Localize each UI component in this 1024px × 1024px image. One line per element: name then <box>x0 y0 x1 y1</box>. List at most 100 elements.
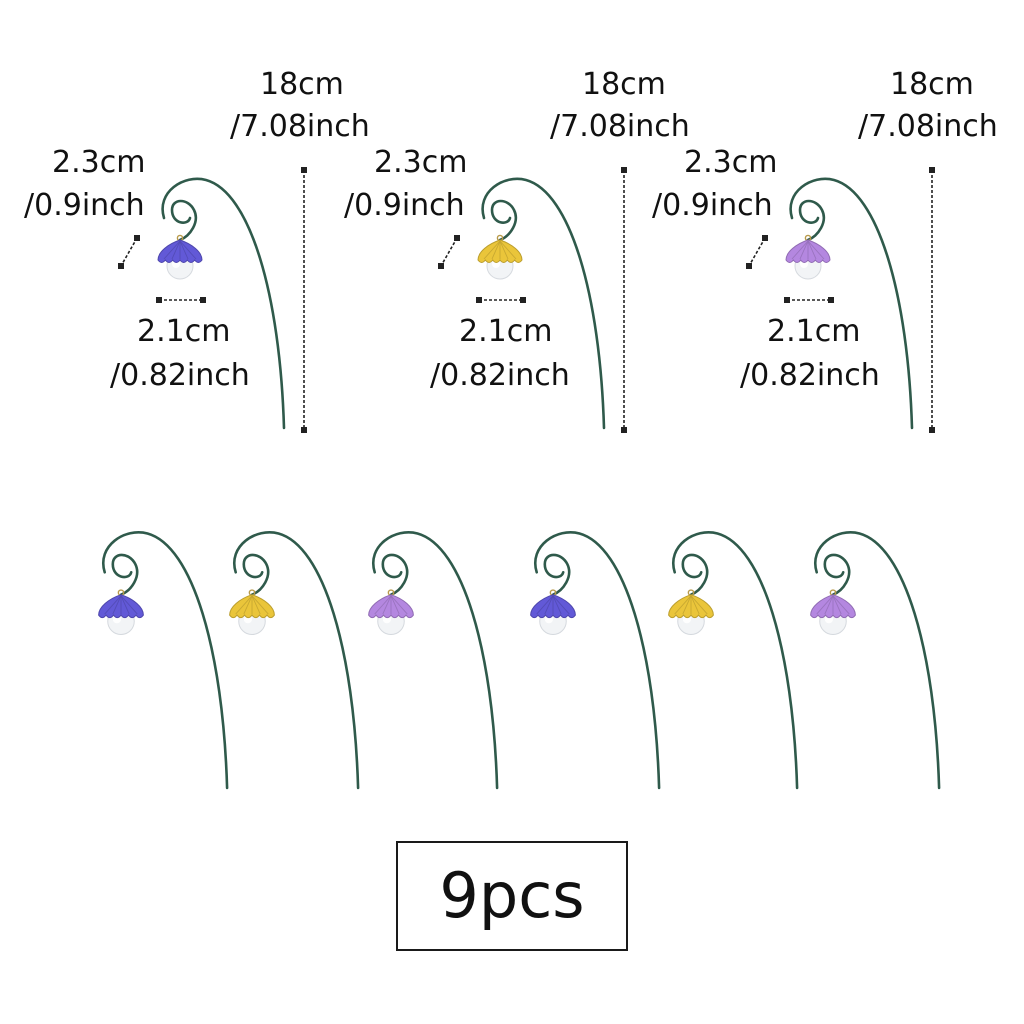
lamp-width-in-label: /0.82inch <box>110 358 250 393</box>
shade-rib <box>552 595 562 615</box>
dimension-end-cap <box>929 167 935 173</box>
shade-rib <box>112 595 122 615</box>
lamp-width-dimension <box>784 297 834 303</box>
stake-wire <box>233 531 360 790</box>
dimension-end-cap <box>784 297 790 303</box>
dimension-end-cap <box>476 297 482 303</box>
shade-rib <box>251 595 269 615</box>
dimension-end-cap <box>438 263 444 269</box>
shade-rib <box>690 595 708 615</box>
dimension-end-cap <box>929 427 935 433</box>
dimension-end-cap <box>301 427 307 433</box>
stake-wire <box>372 531 499 790</box>
dimension-end-cap <box>746 263 752 269</box>
lantern-stake <box>785 177 914 430</box>
stake-wire <box>814 531 941 790</box>
shade-rib <box>499 240 517 260</box>
lantern-stake <box>98 531 229 790</box>
shade-rib <box>163 240 181 260</box>
shade-rib <box>682 595 692 615</box>
lamp-width-in-label: /0.82inch <box>740 358 880 393</box>
shade-rib <box>382 595 392 615</box>
lamp-width-cm-label: 2.1cm <box>459 314 553 349</box>
shade-rib <box>791 240 809 260</box>
dimension-end-cap <box>621 167 627 173</box>
lamp-width-cm-label: 2.1cm <box>137 314 231 349</box>
stake-wire <box>161 177 286 430</box>
shade-rib <box>499 240 509 260</box>
shade-rib <box>120 595 130 615</box>
lamp-height-dimension <box>438 235 460 269</box>
shade-rib <box>799 240 809 260</box>
quantity-badge: 9pcs <box>396 841 628 951</box>
lamp-height-in-label: /0.9inch <box>24 188 145 223</box>
shade-rib <box>390 595 408 615</box>
shade-rib <box>832 595 850 615</box>
shade-rib <box>483 240 501 260</box>
lamp-height-cm-label: 2.3cm <box>52 145 146 180</box>
dimension-end-cap <box>156 297 162 303</box>
dimension-end-cap <box>200 297 206 303</box>
dimension-end-cap <box>828 297 834 303</box>
shade-rib <box>104 595 122 615</box>
height-in-label: /7.08inch <box>858 109 998 144</box>
lantern-stake <box>368 531 499 790</box>
lamp-width-dimension <box>476 297 526 303</box>
height-cm-label: 18cm <box>582 67 666 102</box>
lantern-stake <box>810 531 941 790</box>
lantern-stake <box>229 531 360 790</box>
lantern-stake <box>530 531 661 790</box>
shade-rib <box>243 595 253 615</box>
shade-rib <box>807 240 825 260</box>
stake-wire <box>534 531 661 790</box>
shade-rib <box>552 595 570 615</box>
shade-rib <box>536 595 554 615</box>
dimension-end-cap <box>520 297 526 303</box>
lamp-height-dimension <box>746 235 768 269</box>
shade-rib <box>179 240 197 260</box>
lamp-height-cm-label: 2.3cm <box>684 145 778 180</box>
shade-rib <box>390 595 400 615</box>
height-cm-label: 18cm <box>260 67 344 102</box>
dimension-line <box>748 237 766 267</box>
dimension-end-cap <box>301 167 307 173</box>
height-dimension <box>301 167 307 433</box>
shade-rib <box>824 595 834 615</box>
dimension-line <box>120 237 138 267</box>
shade-rib <box>235 595 253 615</box>
lantern-stake <box>157 177 286 430</box>
shade-rib <box>807 240 817 260</box>
dimension-end-cap <box>118 263 124 269</box>
height-dimension <box>929 167 935 433</box>
lamp-height-in-label: /0.9inch <box>652 188 773 223</box>
dimension-line <box>440 237 458 267</box>
height-cm-label: 18cm <box>890 67 974 102</box>
lamp-width-dimension <box>156 297 206 303</box>
dimension-end-cap <box>454 235 460 241</box>
stake-wire <box>672 531 799 790</box>
lantern-stake <box>477 177 606 430</box>
stake-wire <box>102 531 229 790</box>
dimension-end-cap <box>134 235 140 241</box>
shade-rib <box>674 595 692 615</box>
dimension-end-cap <box>762 235 768 241</box>
shade-rib <box>544 595 554 615</box>
lamp-height-in-label: /0.9inch <box>344 188 465 223</box>
shade-rib <box>171 240 181 260</box>
dimension-end-cap <box>621 427 627 433</box>
shade-rib <box>491 240 501 260</box>
shade-rib <box>690 595 700 615</box>
lamp-height-dimension <box>118 235 140 269</box>
shade-rib <box>374 595 392 615</box>
height-dimension <box>621 167 627 433</box>
shade-rib <box>251 595 261 615</box>
shade-rib <box>832 595 842 615</box>
stake-wire <box>481 177 606 430</box>
stake-wire <box>789 177 914 430</box>
lantern-stake <box>668 531 799 790</box>
height-in-label: /7.08inch <box>230 109 370 144</box>
shade-rib <box>179 240 189 260</box>
lamp-width-cm-label: 2.1cm <box>767 314 861 349</box>
shade-rib <box>816 595 834 615</box>
